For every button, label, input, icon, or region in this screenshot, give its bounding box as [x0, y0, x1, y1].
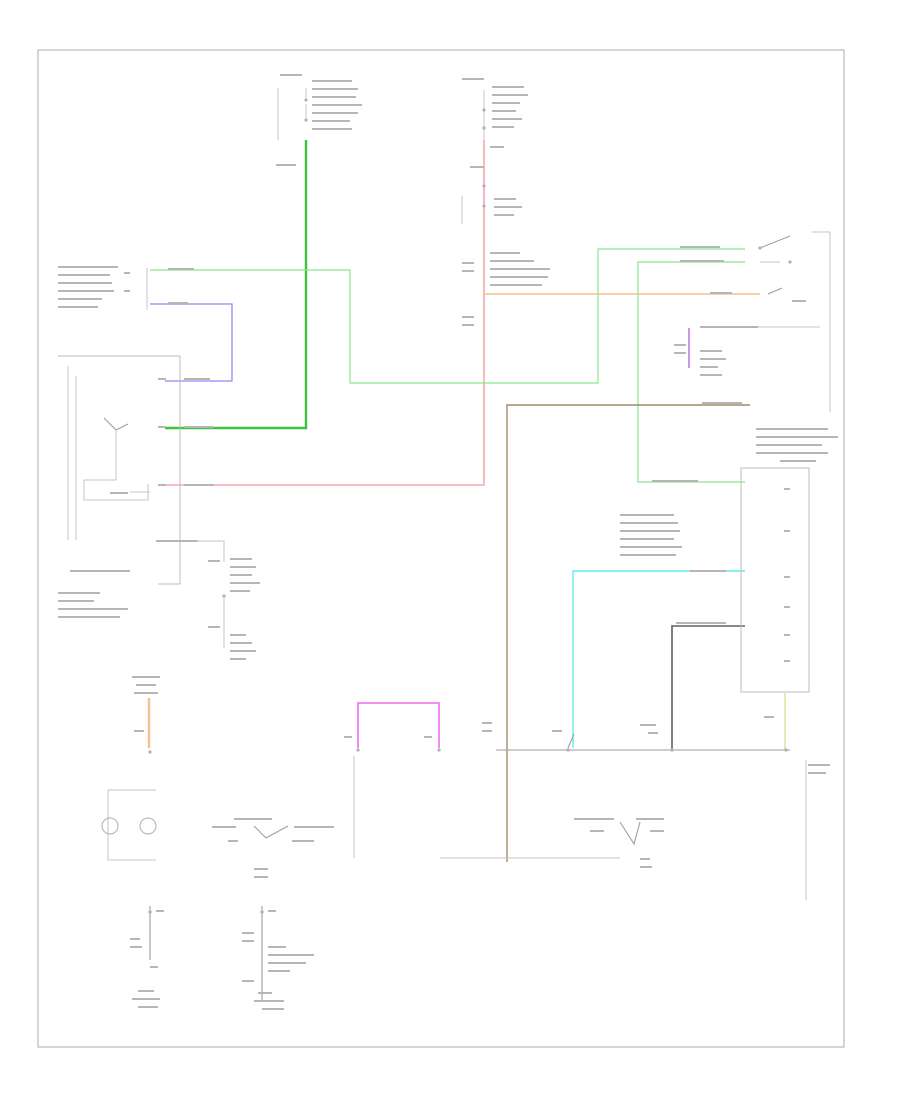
- wire-cyan: [572, 570, 745, 748]
- diagram-frame: [37, 49, 845, 1048]
- lamp-pair: [101, 789, 157, 861]
- wire-blue: [150, 303, 233, 382]
- connector-labels-magenta: [344, 736, 441, 858]
- wire-magenta: [357, 702, 440, 748]
- switch-middle-bottom: [212, 818, 334, 878]
- wire-light-green-2: [637, 261, 745, 483]
- connector-labels-left: [58, 266, 194, 310]
- ground-bottom-middle: [242, 906, 314, 1010]
- ground-bottom-left: [130, 906, 164, 1008]
- wire-light-green-1: [150, 248, 745, 384]
- ground-splice-left: [156, 540, 260, 660]
- control-module-left: [58, 355, 214, 618]
- wire-dark-green: [165, 140, 308, 430]
- switch-right-bottom: [440, 818, 664, 868]
- connector-labels-orange: [132, 676, 160, 754]
- wire-brown: [506, 404, 750, 862]
- fuse-block-middle: [461, 78, 528, 224]
- splice-block-middle: [462, 252, 550, 326]
- ground-bus-bottom: [482, 716, 830, 900]
- fuse-block-left: [276, 74, 362, 166]
- switch-group-right: [674, 231, 831, 412]
- wire-pink: [165, 140, 485, 486]
- control-module-right: [620, 428, 838, 693]
- wire-black: [671, 625, 745, 750]
